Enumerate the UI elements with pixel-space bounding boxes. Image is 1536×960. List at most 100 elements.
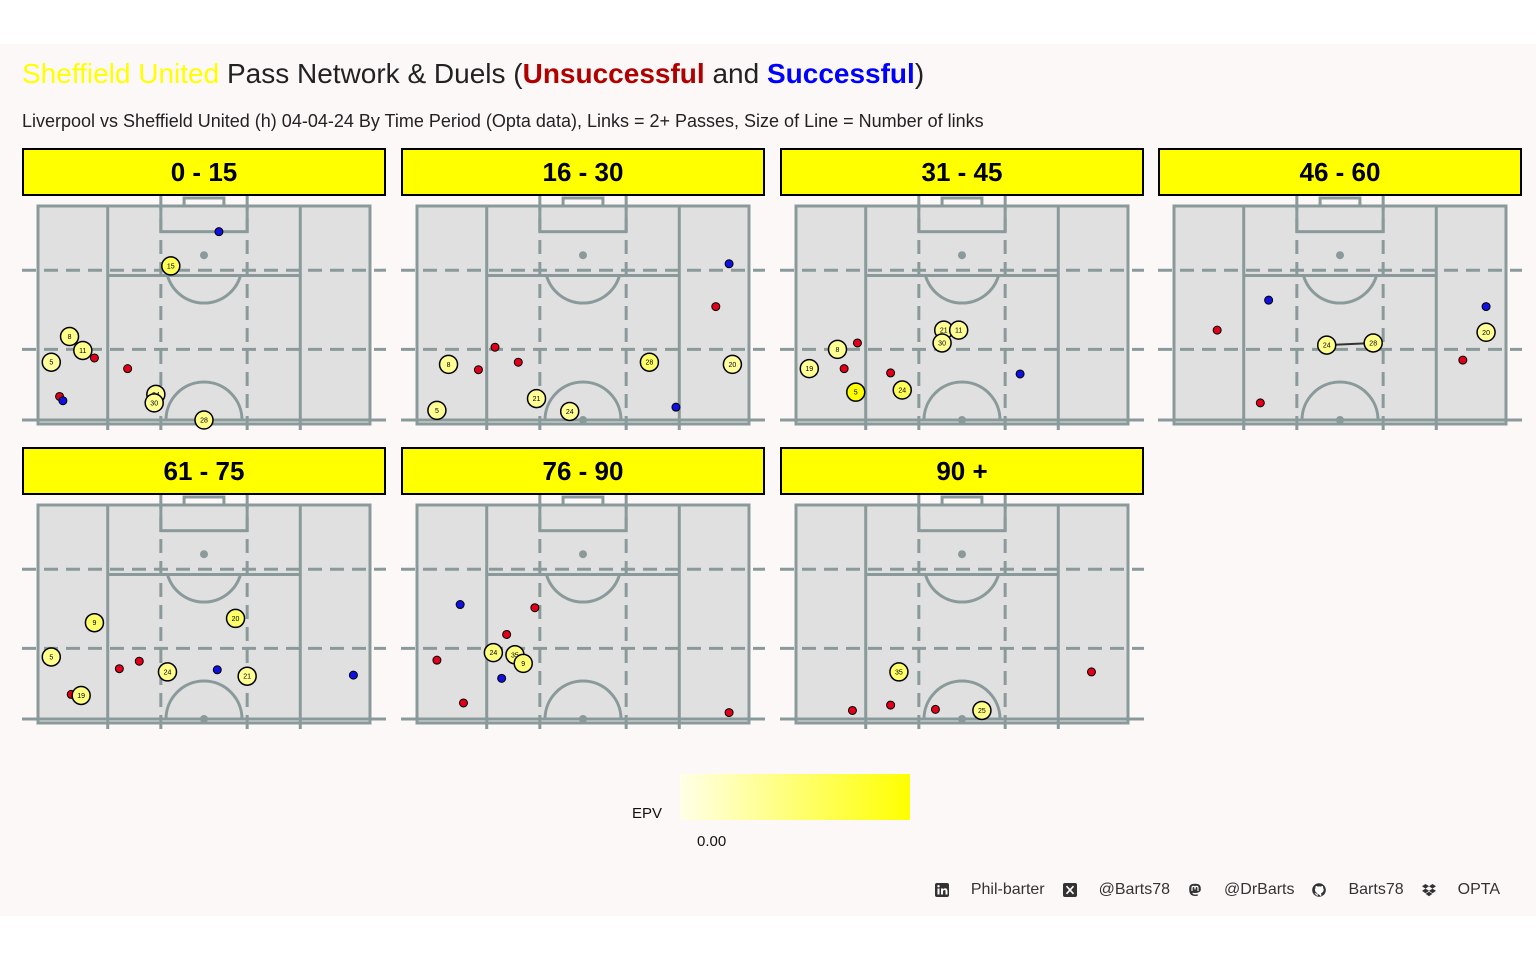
duel-point-unsuccessful <box>134 656 144 666</box>
player-node-circle <box>41 647 62 667</box>
player-number-label: 28 <box>200 418 208 425</box>
centre-spot <box>200 715 208 723</box>
player-node-circle <box>438 354 459 375</box>
duel-point-unsuccessful <box>886 700 896 710</box>
goal <box>561 196 605 208</box>
duel-point-unsuccessful <box>886 368 896 378</box>
pitch-markings <box>780 196 1144 430</box>
duel-point-successful <box>214 227 224 237</box>
penalty-arc <box>545 275 621 305</box>
player-node-circle <box>639 352 660 372</box>
player-node: 25 <box>972 700 992 721</box>
player-node-circle <box>237 666 257 686</box>
facet-strip-label: 31 - 45 <box>780 148 1144 196</box>
player-node-circle <box>483 642 504 663</box>
duel-point-unsuccessful <box>473 365 483 375</box>
player-node: 8 <box>438 354 459 375</box>
title-close: ) <box>914 58 925 89</box>
player-node: 35 <box>889 662 909 682</box>
penalty-spot <box>1336 251 1344 260</box>
player-number-label: 9 <box>521 661 525 668</box>
duel-point-successful <box>671 402 681 412</box>
player-number-label: 19 <box>805 366 813 373</box>
player-number-label: 28 <box>1369 340 1377 347</box>
mastodon-icon[interactable] <box>1188 883 1202 897</box>
goal <box>561 495 605 507</box>
penalty-arc <box>924 275 1000 305</box>
centre-circle <box>1300 380 1380 421</box>
player-number-label: 20 <box>729 362 737 369</box>
player-node: 24 <box>157 662 178 682</box>
title-team: Sheffield United <box>22 58 220 89</box>
player-number-label: 28 <box>646 360 654 367</box>
footer-github-label[interactable]: Barts78 <box>1348 881 1404 898</box>
player-number-label: 5 <box>49 654 53 661</box>
pitch-outline <box>794 503 1130 725</box>
linkedin-icon[interactable] <box>934 883 949 897</box>
player-node: 24 <box>559 401 580 422</box>
x-twitter-icon[interactable] <box>1062 883 1077 897</box>
player-number-label: 5 <box>435 408 439 415</box>
pitch-markings <box>1158 196 1522 430</box>
player-number-label: 20 <box>232 616 240 623</box>
pitch-outline <box>415 503 751 725</box>
player-node-circle <box>225 608 246 629</box>
duel-point-unsuccessful <box>89 353 99 363</box>
centre-spot <box>1336 416 1344 424</box>
player-node-circle <box>1476 322 1496 343</box>
pitch-markings <box>780 495 1144 729</box>
pitch-plot: 35 25 <box>780 495 1144 729</box>
footer-mastodon-label[interactable]: @DrBarts <box>1224 881 1295 898</box>
title-middle: Pass Network & Duels ( <box>219 58 523 89</box>
penalty-spot <box>958 550 966 559</box>
player-node-circle <box>932 333 952 353</box>
player-number-label: 24 <box>898 388 906 395</box>
player-node: 28 <box>639 352 660 372</box>
legend-colorbar <box>680 774 910 820</box>
pitch-plot: 8 5 21 24 28 20 <box>401 196 765 430</box>
player-number-label: 19 <box>77 693 85 700</box>
duel-point-successful <box>497 673 507 683</box>
footer-credits: Phil-barter @Barts78 @DrBarts Barts78 OP… <box>934 881 1500 899</box>
penalty-spot <box>579 550 587 559</box>
pitch-markings <box>22 196 386 430</box>
footer-x-label[interactable]: @Barts78 <box>1098 881 1171 898</box>
goal <box>182 495 226 507</box>
player-node-circle <box>194 410 214 430</box>
duel-point-successful <box>1264 295 1274 305</box>
github-icon[interactable] <box>1312 883 1327 897</box>
player-node-circle <box>59 326 80 347</box>
player-number-label: 20 <box>1482 330 1490 337</box>
duel-point-unsuccessful <box>724 708 734 718</box>
player-node-circle <box>948 320 969 340</box>
footer-opta-label[interactable]: OPTA <box>1457 881 1500 898</box>
player-node: 20 <box>722 354 743 375</box>
centre-spot <box>958 715 966 723</box>
duel-point-successful <box>724 259 734 269</box>
duel-point-successful <box>1481 302 1491 312</box>
player-node-circle <box>559 401 580 422</box>
legend-tick-label: 0.00 <box>697 833 727 850</box>
duel-point-unsuccessful <box>114 664 124 674</box>
player-node-circle <box>144 393 164 413</box>
player-node: 24 <box>1316 335 1337 355</box>
player-node: 21 <box>526 388 547 409</box>
goal <box>182 196 226 208</box>
centre-circle <box>543 380 623 421</box>
centre-circle <box>164 380 244 421</box>
centre-spot <box>579 416 587 424</box>
footer-linkedin-label[interactable]: Phil-barter <box>970 881 1045 898</box>
dropbox-icon[interactable] <box>1421 883 1436 897</box>
player-node-circle <box>1316 335 1337 355</box>
duel-point-successful <box>455 600 465 610</box>
player-number-label: 30 <box>938 340 946 347</box>
player-number-label: 25 <box>978 708 986 715</box>
